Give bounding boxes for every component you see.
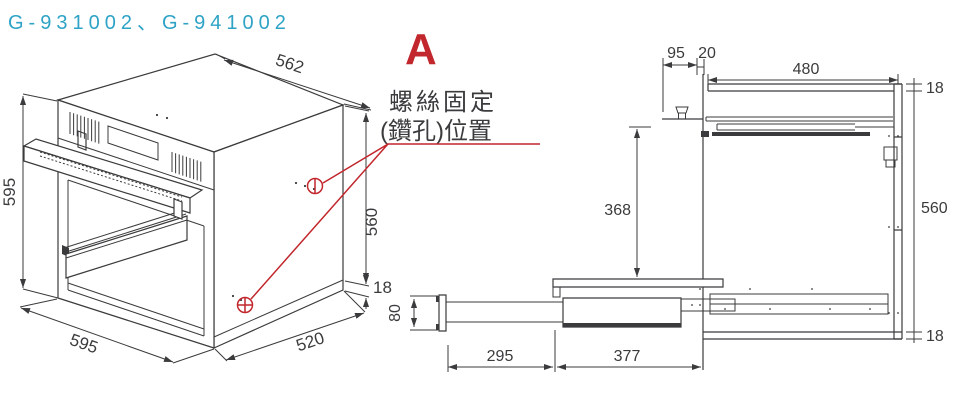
dim-label-95: 95 (667, 45, 685, 62)
annotation-a-label: A (405, 25, 437, 74)
leader-lines (250, 143, 389, 300)
dim-label-80: 80 (387, 304, 404, 322)
top-panel (707, 83, 902, 92)
dim-opening-height: 368 (604, 126, 651, 277)
dim-front-width: 595 (19, 298, 215, 364)
dim-front-height: 595 (0, 93, 59, 299)
dim-label-560-iso: 560 (362, 208, 381, 236)
isometric-view: 595 562 560 18 (0, 50, 540, 364)
wall-rivets (888, 135, 899, 314)
dim-counter-offset: 95 (662, 45, 698, 112)
dim-label-18-iso: 18 (373, 278, 392, 297)
dim-label-560-side: 560 (921, 200, 948, 217)
cavity-opening (67, 179, 205, 337)
dim-bottom-row: 295 377 (447, 330, 701, 372)
dim-front-gap: 20 (697, 45, 716, 75)
dim-base-thickness: 18 (344, 272, 392, 309)
control-panel-edge (57, 137, 215, 191)
lower-tray-front (65, 215, 188, 279)
screw-position-annotation (236, 143, 540, 314)
dim-label-18-top: 18 (926, 80, 944, 97)
drawer-rail (680, 298, 736, 312)
dim-label-377: 377 (614, 348, 641, 365)
dim-drawer-front-height: 80 (387, 295, 438, 331)
dim-top-depth-480: 480 (707, 61, 899, 84)
vent-grille-right (171, 152, 202, 182)
dim-label-480: 480 (793, 61, 820, 78)
dim-rear-height: 560 (344, 105, 381, 287)
rear-wall (893, 83, 903, 340)
slotted-screw-mark (306, 177, 324, 195)
annotation-a-text-line2: (鑽孔)位置 (380, 118, 492, 145)
dim-label-520: 520 (294, 328, 327, 355)
annotation-a-text-line1: 螺絲固定 (389, 89, 497, 116)
dim-label-562: 562 (273, 50, 306, 77)
upper-slide (705, 116, 894, 131)
rail-rivets (691, 288, 871, 310)
dim-right-stack: 18 560 18 (906, 78, 948, 345)
drawer-arm (446, 301, 563, 323)
dim-label-295: 295 (487, 348, 514, 365)
vent-grille-left (69, 112, 100, 144)
dim-label-20: 20 (698, 45, 716, 62)
shelf-clip-right (173, 198, 183, 220)
model-title: G-931002、G-941002 (8, 12, 291, 34)
side-section-view: 95 20 480 18 560 18 (387, 45, 948, 372)
drawer-body (562, 297, 682, 328)
phillips-screw-mark (236, 296, 254, 314)
wall-bracket (883, 146, 898, 168)
tray-plate (552, 278, 724, 288)
dim-label-368: 368 (604, 202, 631, 219)
dim-label-595-height: 595 (0, 178, 19, 206)
bottom-panel (703, 331, 902, 340)
cabinet-rail (709, 293, 889, 315)
drawer-front-panel (438, 294, 447, 332)
adjuster-knob (675, 106, 689, 120)
dim-label-18-bottom: 18 (926, 328, 944, 345)
display-window (107, 125, 159, 161)
